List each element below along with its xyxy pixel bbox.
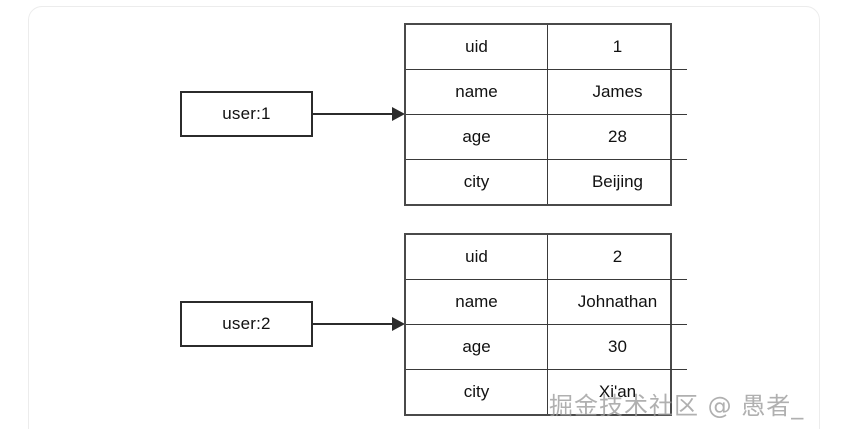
table-row: name Johnathan xyxy=(406,279,687,325)
table-row: uid 1 xyxy=(406,25,687,70)
arrow-shaft xyxy=(313,323,396,325)
field-cell: name xyxy=(406,69,548,115)
key-box-label: user:1 xyxy=(222,104,271,123)
value-cell: Beijing xyxy=(547,159,687,204)
table-row: age 28 xyxy=(406,114,687,160)
arrow-head xyxy=(392,317,405,331)
value-cell: 30 xyxy=(547,324,687,370)
table-row: name James xyxy=(406,69,687,115)
field-cell: age xyxy=(406,114,548,160)
field-cell: name xyxy=(406,279,548,325)
value-cell: James xyxy=(547,69,687,115)
key-box-user-1: user:1 xyxy=(180,91,313,137)
key-box-label: user:2 xyxy=(222,314,271,333)
table-row: age 30 xyxy=(406,324,687,370)
value-cell: 28 xyxy=(547,114,687,160)
field-cell: city xyxy=(406,159,548,204)
value-cell: Xi'an xyxy=(547,369,687,414)
value-cell: 1 xyxy=(547,25,687,70)
table-row: city Xi'an xyxy=(406,369,687,414)
field-cell: uid xyxy=(406,235,548,280)
field-cell: age xyxy=(406,324,548,370)
value-cell: 2 xyxy=(547,235,687,280)
arrow-shaft xyxy=(313,113,396,115)
hash-table-user-1: uid 1 name James age 28 city Beijing xyxy=(404,23,687,206)
arrow-head xyxy=(392,107,405,121)
arrow-right-icon-user-2 xyxy=(313,313,405,335)
key-box-user-2: user:2 xyxy=(180,301,313,347)
hash-table-user-2: uid 2 name Johnathan age 30 city Xi'an xyxy=(404,233,687,416)
arrow-right-icon-user-1 xyxy=(313,103,405,125)
table-row: uid 2 xyxy=(406,235,687,280)
field-cell: city xyxy=(406,369,548,414)
value-cell: Johnathan xyxy=(547,279,687,325)
field-cell: uid xyxy=(406,25,548,70)
table-row: city Beijing xyxy=(406,159,687,204)
